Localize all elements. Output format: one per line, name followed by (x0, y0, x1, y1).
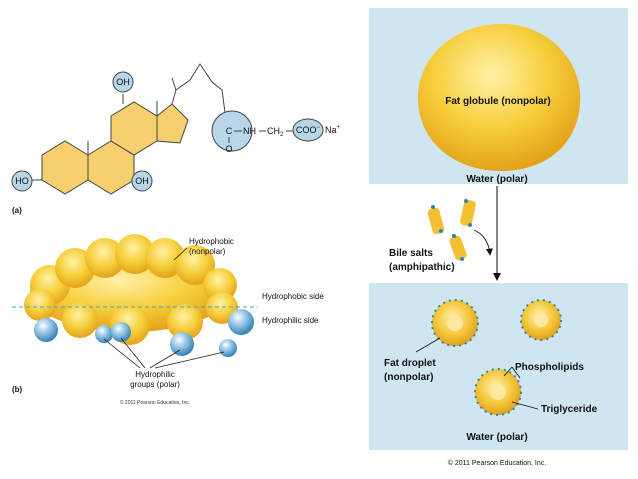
bile-salts-label-1: Bile salts (389, 248, 433, 259)
oh-top-label: OH (116, 77, 130, 87)
hydrophobic-label-2: (nonpolar) (189, 247, 226, 256)
hydrophobic-side-label: Hydrophobic side (262, 292, 324, 301)
ring-d (157, 104, 188, 143)
hydrophilic-ball-4 (170, 332, 194, 356)
panel-a-tag: (a) (12, 206, 22, 215)
water-top-label: Water (polar) (466, 174, 527, 185)
bile-salts-label-2: (amphipathic) (389, 262, 455, 273)
bile-salt-2 (459, 199, 476, 227)
footer-credit: © 2011 Pearson Education, Inc. (448, 459, 546, 467)
ch2-group: CH2 (267, 126, 284, 138)
bile-salt-molecules (427, 199, 477, 261)
hydrophilic-groups-label-1: Hydrophilic (135, 370, 175, 379)
hydrophilic-ball-6 (228, 309, 254, 335)
panel-a-structure: OH HO OH C O NH CH2 COO− Na+ (12, 64, 341, 194)
bile-salt-3 (448, 235, 467, 262)
hydrophobic-label-1: Hydrophobic (189, 237, 234, 246)
fat-droplet-2 (521, 300, 561, 340)
fat-droplet-label-1: Fat droplet (384, 358, 436, 369)
fat-droplet-label-2: (nonpolar) (384, 372, 433, 383)
ho-left-label: HO (15, 176, 29, 186)
water-bottom-label: Water (polar) (466, 432, 527, 443)
amide-o: O (225, 144, 232, 154)
hydrophilic-ball-5 (219, 339, 237, 357)
sodium-ion: Na+ (325, 125, 341, 135)
hydrophilic-ball-1 (34, 318, 58, 342)
ring-a (42, 141, 88, 194)
oh-bottom-label: OH (135, 176, 149, 186)
hydrophilic-side-label: Hydrophilic side (262, 316, 319, 325)
hydrophilic-ball-3 (111, 322, 131, 342)
fat-globule-label: Fat globule (nonpolar) (445, 96, 551, 107)
panel-b-credit: © 2011 Pearson Education, Inc. (120, 399, 190, 406)
hydrophilic-ball-2 (95, 325, 113, 343)
fat-droplet-3 (475, 369, 521, 415)
triglyceride-label: Triglyceride (541, 404, 598, 415)
hydrophilic-groups-label-2: groups (polar) (130, 380, 180, 389)
amide-c: C (226, 126, 233, 136)
curved-arrow (474, 230, 490, 254)
phospholipids-label: Phospholipids (515, 362, 584, 373)
amide-nh: NH (243, 126, 256, 136)
panel-b-tag: (b) (12, 385, 23, 394)
